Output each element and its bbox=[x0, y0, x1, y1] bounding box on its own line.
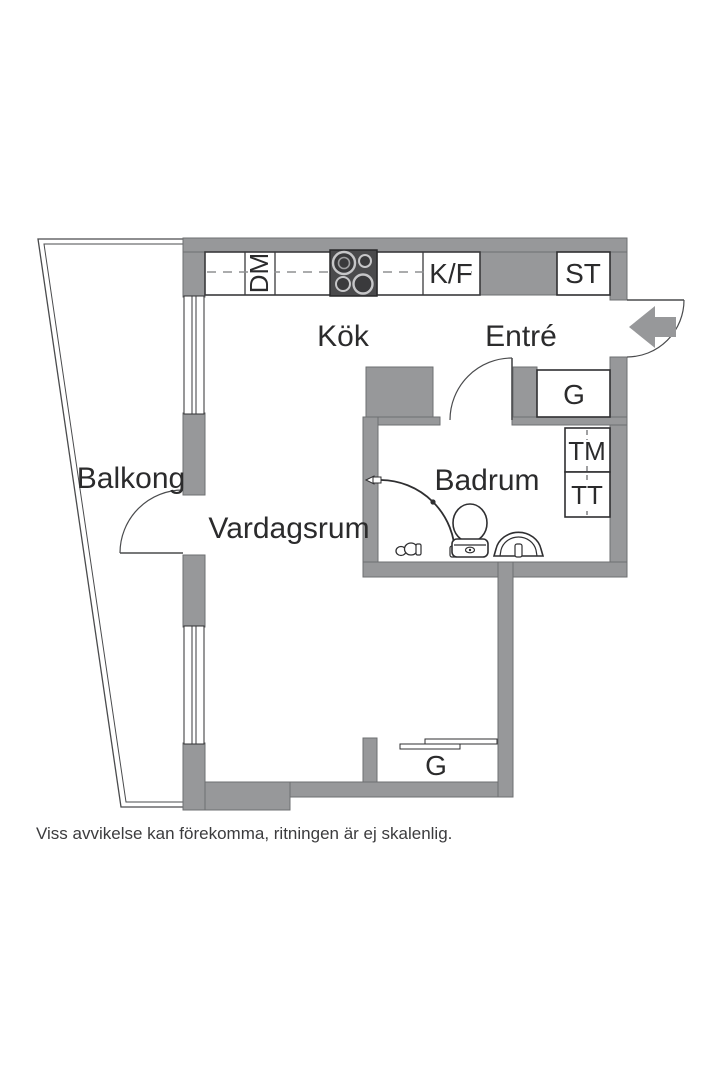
balcony-door bbox=[119, 489, 184, 554]
dishwasher-label: DM bbox=[244, 253, 274, 293]
toilet-icon bbox=[451, 503, 489, 558]
walls bbox=[182, 237, 628, 811]
bathroom-door bbox=[449, 357, 513, 421]
tumble-dryer-label: TT bbox=[571, 480, 603, 510]
entry-label: Entré bbox=[485, 320, 557, 353]
fridge-freezer-label: K/F bbox=[429, 258, 473, 289]
entry-wardrobe bbox=[536, 369, 611, 418]
balcony-label: Balkong bbox=[77, 462, 185, 495]
bottom-wardrobe-label: G bbox=[425, 750, 447, 781]
window-upper bbox=[183, 295, 205, 415]
entrance-arrow-icon bbox=[629, 306, 676, 348]
disclaimer-text: Viss avvikelse kan förekomma, ritningen … bbox=[36, 824, 452, 843]
entry-door bbox=[626, 299, 685, 358]
window-lower bbox=[183, 625, 205, 745]
sink-icon bbox=[492, 531, 545, 558]
bathroom-label: Badrum bbox=[434, 464, 539, 497]
balcony-outline bbox=[37, 238, 183, 808]
kitchen-label: Kök bbox=[317, 320, 370, 353]
entry-wardrobe-label: G bbox=[563, 379, 585, 410]
top-closet-label: ST bbox=[565, 258, 601, 289]
bottom-wardrobe-sliding-doors bbox=[399, 738, 498, 750]
washing-machine-label: TM bbox=[568, 436, 606, 466]
stove-icon bbox=[329, 249, 378, 297]
top-closet bbox=[556, 251, 611, 296]
living-room-label: Vardagsrum bbox=[208, 512, 369, 545]
